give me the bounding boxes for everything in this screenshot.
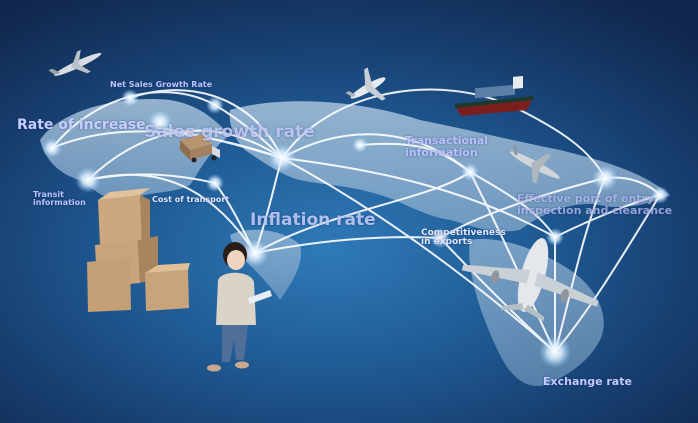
- airplane-right-icon: [510, 144, 560, 184]
- label-net-sales-growth-rate: Net Sales Growth Rate: [110, 80, 213, 89]
- label-line: Transit: [33, 190, 64, 199]
- large-airplane-icon: [461, 238, 599, 322]
- label-line: Competitiveness: [421, 228, 506, 238]
- label-exchange-rate: Exchange rate: [543, 375, 632, 388]
- label-transactional-information: Transactional information: [405, 135, 488, 158]
- label-effective-port-of-entry: Effective port of entry inspection and c…: [517, 193, 672, 216]
- label-transit-information: Transit information: [33, 190, 86, 208]
- label-line: information: [33, 198, 86, 208]
- continent-europe-asia: [229, 101, 670, 232]
- delivery-truck-icon: [180, 134, 220, 163]
- label-sales-growth-rate: Sales growth rate: [144, 122, 315, 142]
- label-line: Transactional: [405, 134, 489, 147]
- cardboard-boxes-icon: [87, 188, 190, 312]
- label-line: information: [405, 145, 478, 159]
- woman-with-tablet-icon: [207, 242, 272, 372]
- network-nodes: [42, 89, 669, 368]
- label-line: inspection and clearance: [517, 203, 673, 217]
- airplane-top-center-icon: [345, 67, 386, 101]
- label-competitiveness-in-exports: Competitiveness in exports: [421, 228, 506, 248]
- label-rate-of-increase: Rate of increase: [17, 117, 146, 133]
- airplane-top-left-icon: [48, 49, 102, 76]
- label-inflation-rate: Inflation rate: [250, 210, 376, 230]
- label-line: in exports: [421, 237, 473, 248]
- label-cost-of-transport: Cost of transport: [152, 195, 230, 204]
- label-line: Effective port of entry: [517, 192, 655, 205]
- cargo-ship-icon: [455, 76, 533, 116]
